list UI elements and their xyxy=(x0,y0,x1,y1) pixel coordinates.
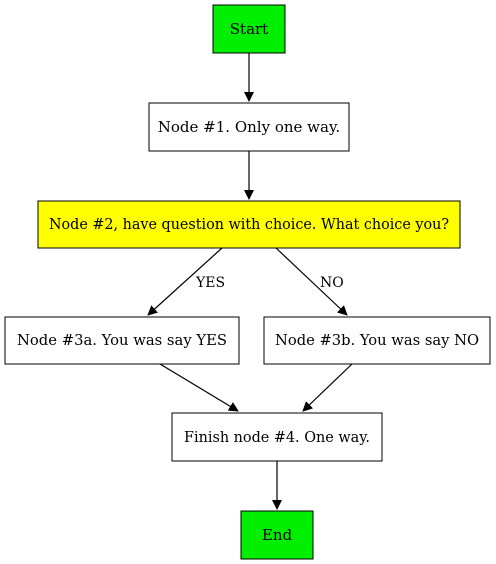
node-start-label: Start xyxy=(230,20,268,38)
node-3b-label: Node #3b. You was say NO xyxy=(275,331,479,349)
edge-node3b-to-node4 xyxy=(302,363,353,412)
edge-label-yes: YES xyxy=(195,275,225,291)
node-end-label: End xyxy=(262,526,293,544)
node-3b[interactable]: Node #3b. You was say NO xyxy=(263,316,491,365)
edge-node2-to-node3b xyxy=(275,247,348,316)
node-4-label: Finish node #4. One way. xyxy=(184,428,370,446)
edge-node2-to-node3a xyxy=(147,247,223,316)
node-4[interactable]: Finish node #4. One way. xyxy=(171,412,383,462)
edge-node3a-to-node4 xyxy=(159,363,239,412)
node-1-box xyxy=(148,102,350,152)
node-3a-box xyxy=(4,316,240,365)
node-1[interactable]: Node #1. Only one way. xyxy=(148,102,350,152)
node-3a[interactable]: Node #3a. You was say YES xyxy=(4,316,240,365)
edges: YES NO xyxy=(147,53,353,510)
node-3a-label: Node #3a. You was say YES xyxy=(17,331,227,349)
node-start[interactable]: Start xyxy=(212,4,286,54)
node-2-box xyxy=(37,200,461,249)
node-2[interactable]: Node #2, have question with choice. What… xyxy=(37,200,461,249)
node-2-label: Node #2, have question with choice. What… xyxy=(49,215,449,233)
edge-label-no: NO xyxy=(320,275,344,291)
node-4-box xyxy=(171,412,383,462)
node-1-label: Node #1. Only one way. xyxy=(158,118,340,136)
node-3b-box xyxy=(263,316,491,365)
node-end-box xyxy=(240,510,314,560)
node-end[interactable]: End xyxy=(240,510,314,560)
node-start-box xyxy=(212,4,286,54)
